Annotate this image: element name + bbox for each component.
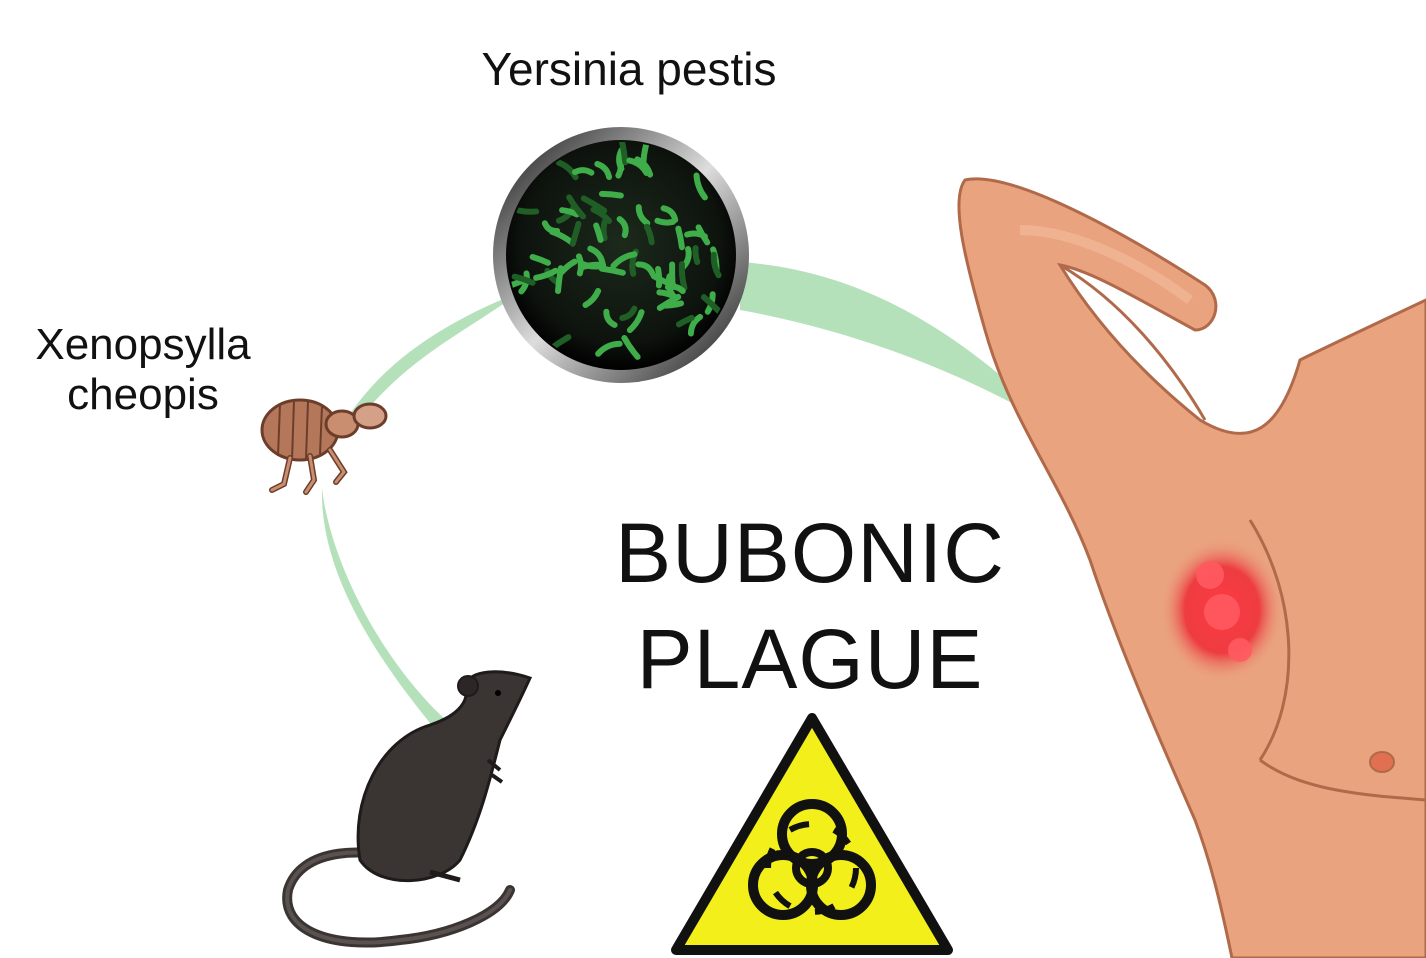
bacterium: [660, 205, 679, 223]
bacterium: [654, 217, 676, 226]
bacterium: [634, 156, 654, 178]
bacterium: [610, 251, 638, 269]
bacterium: [559, 207, 580, 218]
bacterium: [603, 308, 618, 328]
bacterium: [511, 273, 536, 286]
bacterium: [675, 225, 685, 251]
bacterium: [621, 334, 641, 360]
bacterium: [635, 204, 651, 227]
bacterium: [587, 245, 606, 267]
disease-title-line1: BUBONIC: [615, 506, 1005, 600]
bacterium: [558, 258, 578, 276]
bacterium: [598, 190, 624, 199]
human-armpit-illustration: [957, 177, 1426, 958]
biohazard-warning-icon: [671, 713, 953, 955]
bacterium: [516, 207, 540, 215]
bacterium: [692, 245, 701, 266]
bacterium: [594, 160, 613, 181]
bacterium: [566, 194, 587, 220]
bacterium: [593, 222, 604, 243]
bacterium: [643, 223, 655, 246]
bacterium: [619, 305, 638, 322]
vector-label-line1: Xenopsylla: [35, 320, 251, 369]
bacterium: [549, 228, 575, 246]
bacterium: [669, 261, 676, 287]
flea-icon: [260, 398, 388, 495]
bacterium: [664, 283, 686, 295]
bacterium: [600, 218, 608, 242]
bacterium: [616, 216, 629, 239]
bacterium: [687, 313, 704, 337]
disease-title-line2: PLAGUE: [636, 612, 984, 706]
bacterium: [555, 159, 579, 181]
bacterium: [678, 261, 688, 291]
arc-rat-to-flea: [321, 488, 448, 735]
bacterium: [635, 261, 656, 277]
bacterium: [616, 147, 625, 172]
bacterium: [582, 287, 602, 309]
bacterium: [675, 314, 695, 328]
bacteria-microscope-icon: [493, 127, 749, 383]
vector-label: Xenopsylla cheopis: [12, 320, 274, 420]
bacterium: [598, 265, 626, 276]
bacterium: [618, 142, 629, 166]
bacterium: [656, 289, 680, 302]
bacterium: [533, 267, 559, 281]
pathogen-label: Yersinia pestis: [481, 43, 777, 95]
bacterium: [580, 261, 607, 270]
bacterium: [575, 253, 584, 277]
vector-label-line2: cheopis: [67, 370, 219, 419]
bacterium: [569, 220, 582, 247]
arc-bacteria-to-human: [740, 262, 1060, 430]
bacterium: [695, 224, 711, 246]
bacterium: [626, 157, 650, 176]
bacterium: [595, 340, 623, 357]
rat-icon: [282, 670, 533, 948]
bacterium: [693, 172, 708, 201]
bacterium: [580, 195, 608, 214]
bacterium: [710, 251, 722, 279]
bacterium: [571, 167, 595, 176]
disease-title: BUBONIC PLAGUE: [560, 500, 1060, 712]
bacterium: [529, 253, 551, 266]
bacterium: [626, 309, 645, 334]
bacterium: [590, 206, 613, 224]
